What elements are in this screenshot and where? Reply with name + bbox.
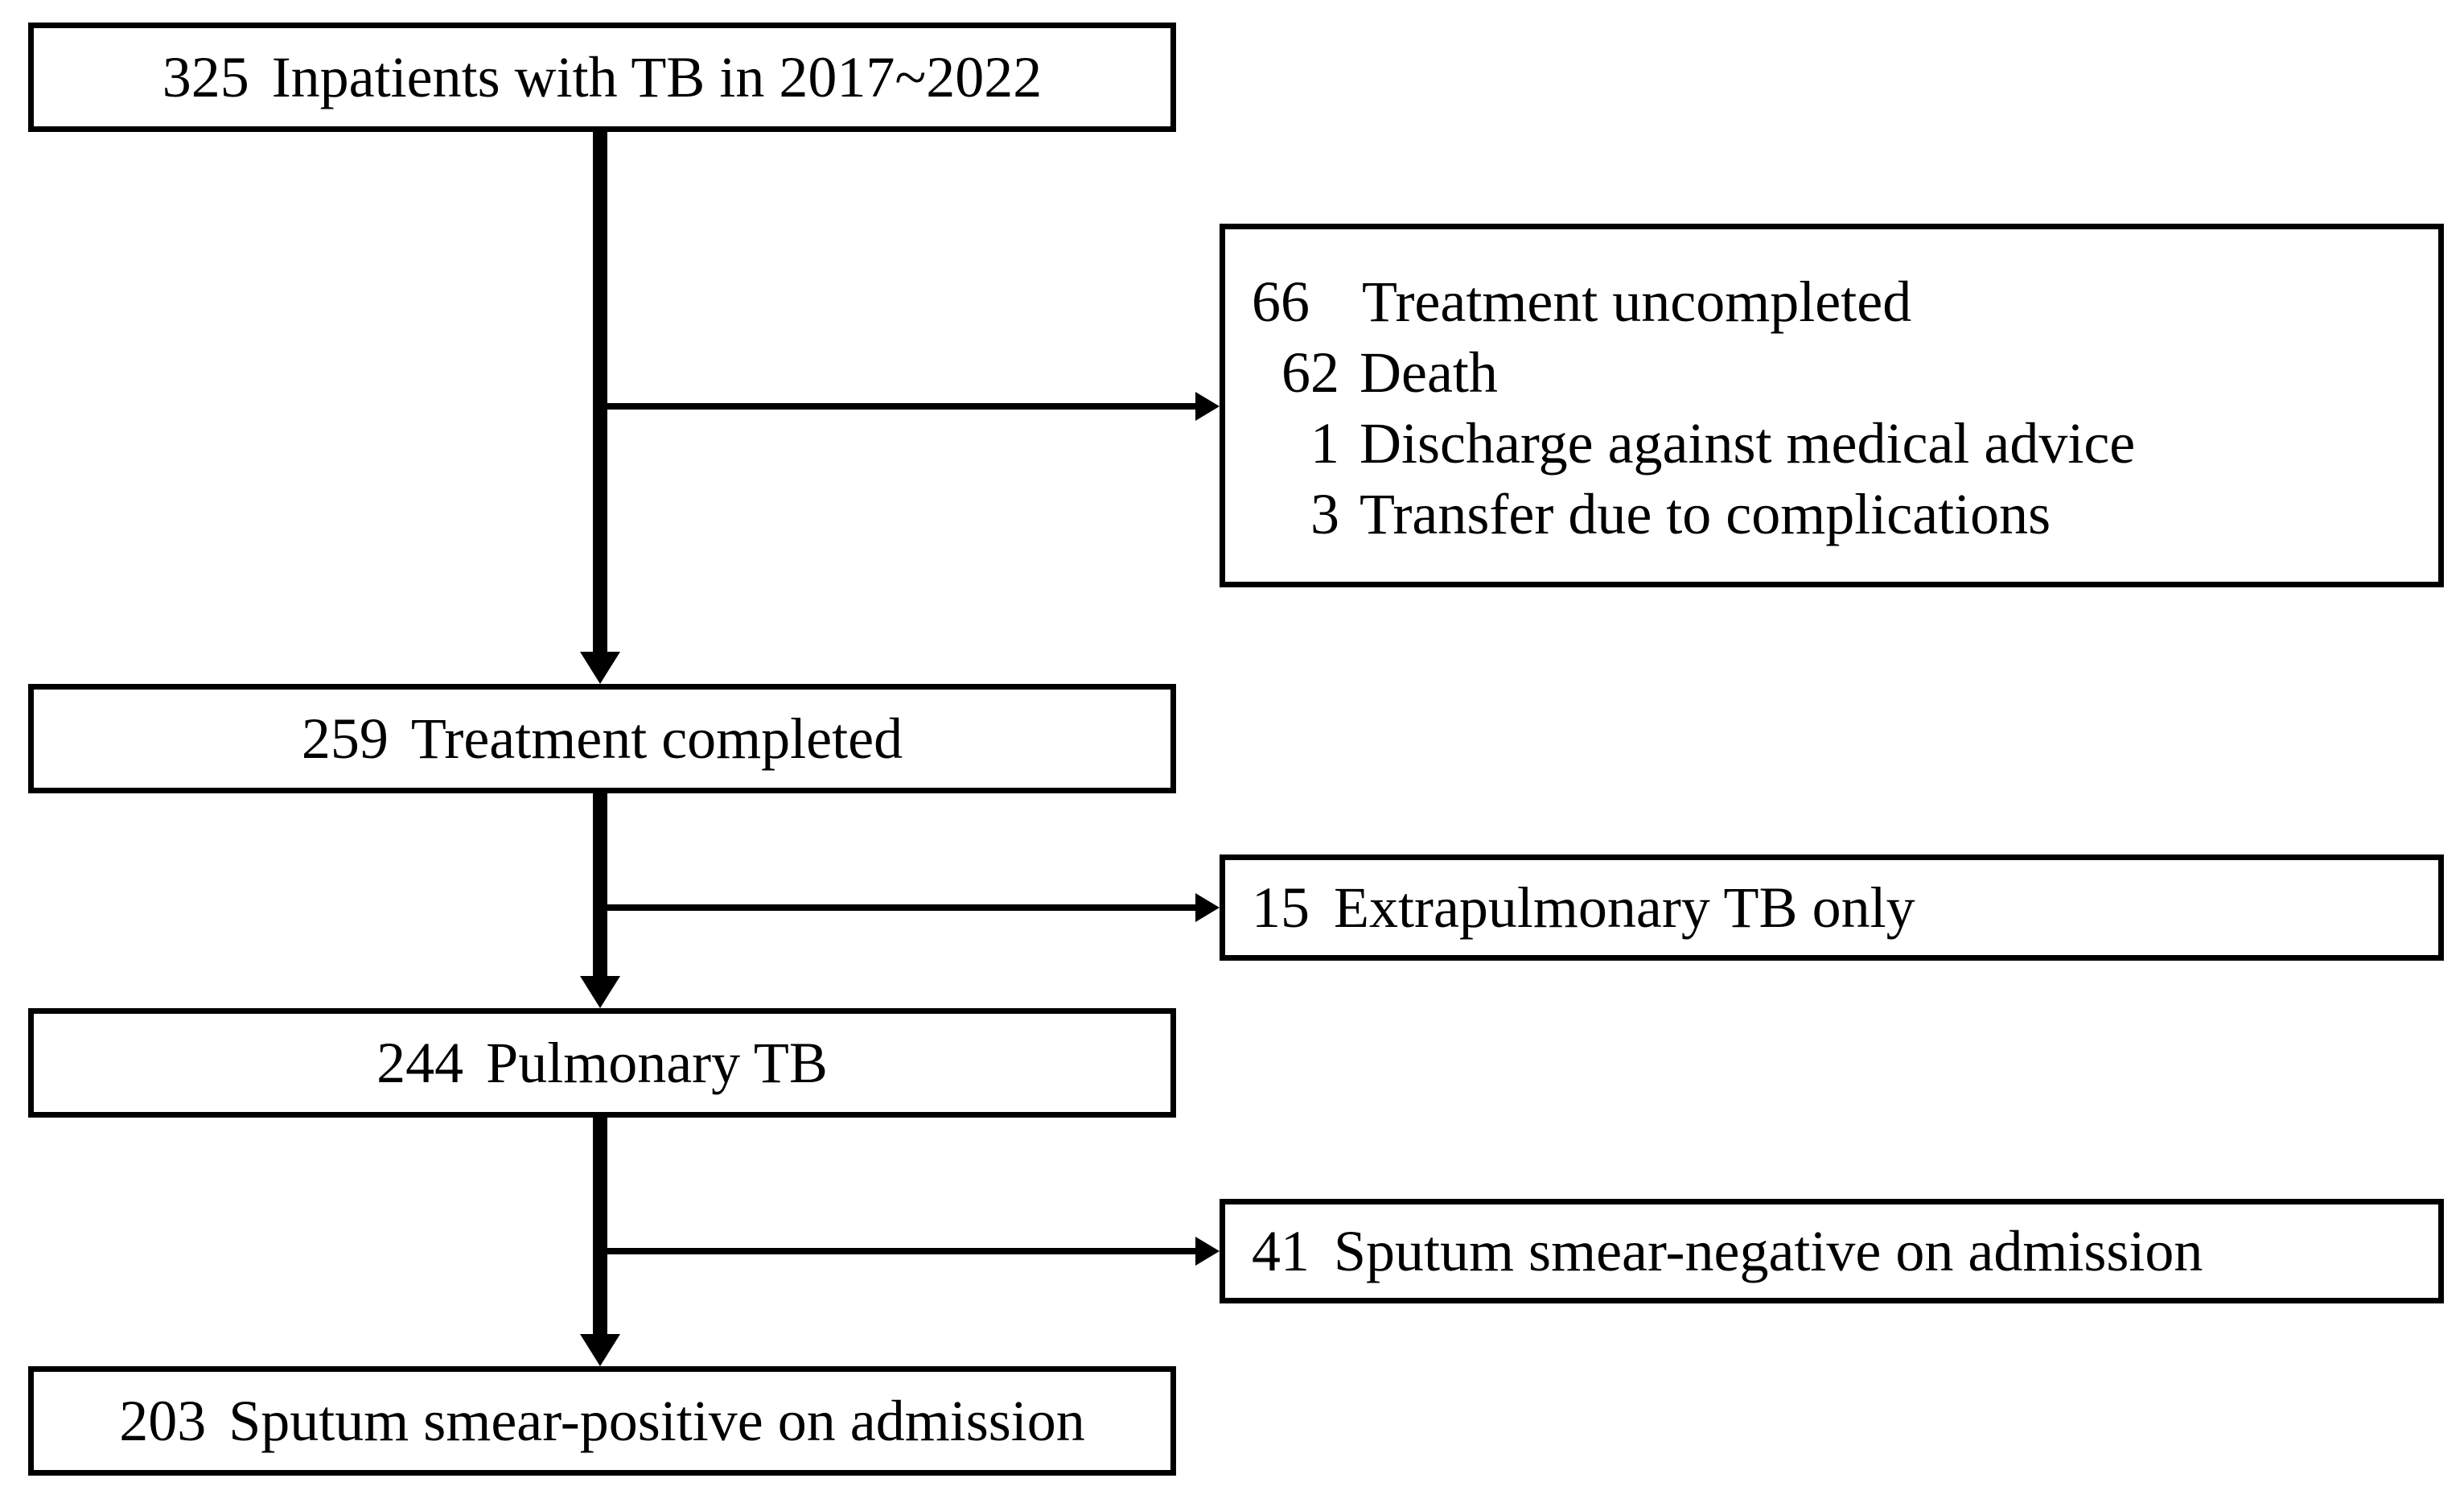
patient-count: 259	[301, 706, 389, 771]
exclusion-label: Death	[1360, 340, 1498, 405]
branch-arrow-line-3	[600, 1248, 1195, 1254]
exclusion-count: 41	[1252, 1219, 1310, 1283]
exclusion-box-treatment-uncompleted: 66 Treatment uncompleted 62 Death 1 Dischar…	[1220, 224, 2444, 587]
arrowhead-right-icon	[1195, 1237, 1220, 1266]
down-arrow-line-3	[593, 1118, 607, 1336]
exclusion-count: 1	[1310, 411, 1339, 476]
patient-count: 244	[376, 1031, 464, 1095]
exclusion-line: 66 Treatment uncompleted	[1225, 266, 2438, 337]
exclusion-label: Treatment uncompleted	[1362, 270, 1912, 334]
arrowhead-right-icon	[1195, 392, 1220, 421]
flow-box-smear-positive: 203 Sputum smear-positive on admission	[28, 1366, 1176, 1476]
arrowhead-down-icon	[580, 1334, 620, 1366]
box-label: Pulmonary TB	[486, 1031, 828, 1095]
arrowhead-right-icon	[1195, 893, 1220, 922]
exclusion-count: 66	[1252, 270, 1310, 334]
exclusion-line: 62 Death	[1225, 337, 2438, 408]
exclusion-line: 3 Transfer due to complications	[1225, 479, 2438, 550]
flow-box-pulmonary-tb: 244 Pulmonary TB	[28, 1008, 1176, 1118]
box-label: Sputum smear-positive on admission	[228, 1389, 1085, 1453]
arrowhead-down-icon	[580, 976, 620, 1008]
flow-box-inpatients: 325 Inpatients with TB in 2017~2022	[28, 23, 1176, 132]
branch-arrow-line-1	[600, 403, 1195, 410]
exclusion-label: Sputum smear-negative on admission	[1334, 1219, 2203, 1283]
exclusion-label: Extrapulmonary TB only	[1334, 875, 1915, 940]
exclusion-count: 15	[1252, 875, 1310, 940]
exclusion-label: Transfer due to complications	[1360, 482, 2051, 546]
exclusion-count: 3	[1310, 482, 1339, 546]
exclusion-box-smear-negative: 41 Sputum smear-negative on admission	[1220, 1199, 2444, 1303]
patient-count: 325	[162, 45, 249, 109]
exclusion-label: Discharge against medical advice	[1360, 411, 2136, 476]
flow-box-treatment-completed: 259 Treatment completed	[28, 684, 1176, 793]
exclusion-line: 1 Discharge against medical advice	[1225, 408, 2438, 479]
branch-arrow-line-2	[600, 904, 1195, 911]
patient-count: 203	[119, 1389, 207, 1453]
exclusion-box-extrapulmonary: 15 Extrapulmonary TB only	[1220, 854, 2444, 961]
box-label: Treatment completed	[410, 706, 903, 771]
arrowhead-down-icon	[580, 652, 620, 684]
down-arrow-line-2	[593, 793, 607, 978]
exclusion-count: 62	[1281, 340, 1339, 405]
down-arrow-line-1	[593, 132, 607, 653]
box-label: Inpatients with TB in 2017~2022	[271, 45, 1043, 109]
